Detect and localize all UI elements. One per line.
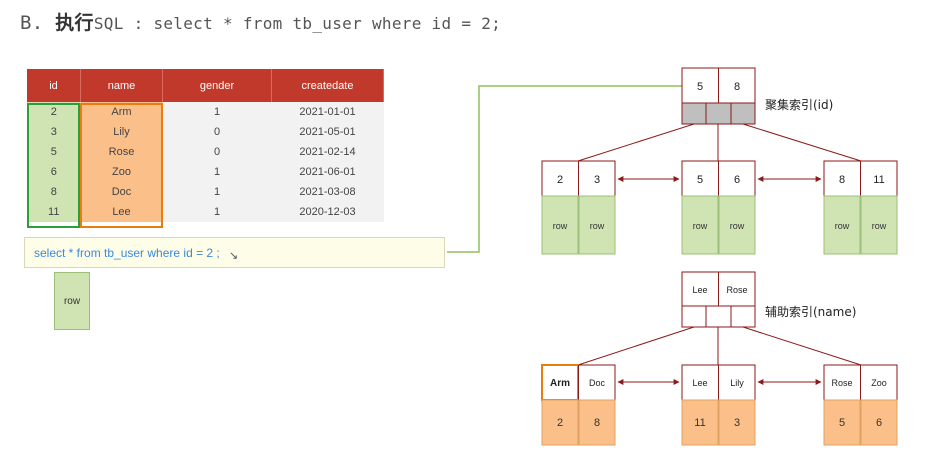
table-row: 6 Zoo 1 2021-06-01 bbox=[27, 162, 384, 182]
clustered-leaf: 2 3 row row bbox=[541, 160, 616, 255]
secondary-root-key: Lee bbox=[692, 285, 707, 295]
clustered-leaf: 5 6 row row bbox=[681, 160, 756, 255]
leaf-row: row bbox=[693, 221, 708, 231]
secondary-leaf: Rose Zoo 5 6 bbox=[823, 364, 898, 446]
cell-gender: 1 bbox=[162, 202, 272, 222]
leaf-row: row bbox=[590, 221, 605, 231]
column-header-gender: gender bbox=[162, 69, 272, 102]
cell-id: 8 bbox=[27, 182, 81, 202]
secondary-leaf: Arm Doc 2 8 bbox=[541, 364, 616, 446]
column-header-id: id bbox=[27, 69, 81, 102]
clustered-index-root: 5 8 bbox=[681, 67, 756, 125]
cell-createdate: 2020-12-03 bbox=[271, 202, 384, 222]
table-row: 2 Arm 1 2021-01-01 bbox=[27, 102, 384, 122]
leaf-key: Lily bbox=[730, 378, 744, 388]
column-header-createdate: createdate bbox=[271, 69, 384, 102]
table-row: 5 Rose 0 2021-02-14 bbox=[27, 142, 384, 162]
leaf-row: row bbox=[553, 221, 568, 231]
step-sql: SQL : select * from tb_user where id = 2… bbox=[93, 14, 502, 33]
leaf-key: Zoo bbox=[871, 378, 887, 388]
leaf-row-id: 5 bbox=[839, 417, 845, 429]
leaf-key: 6 bbox=[734, 174, 740, 186]
cell-gender: 1 bbox=[162, 182, 272, 202]
query-to-index-connector bbox=[447, 85, 682, 253]
cell-name: Doc bbox=[80, 182, 163, 202]
clustered-root-key: 5 bbox=[697, 81, 703, 93]
table-header-row: id name gender createdate bbox=[27, 69, 384, 102]
cell-name: Lily bbox=[80, 122, 163, 142]
leaf-row-id: 3 bbox=[734, 417, 740, 429]
secondary-index-root: Lee Rose bbox=[681, 271, 756, 328]
cell-createdate: 2021-06-01 bbox=[271, 162, 384, 182]
secondary-leaf: Lee Lily 11 3 bbox=[681, 364, 756, 446]
cell-name: Rose bbox=[80, 142, 163, 162]
cell-createdate: 2021-02-14 bbox=[271, 142, 384, 162]
leaf-row-id: 2 bbox=[557, 417, 563, 429]
table-row: 8 Doc 1 2021-03-08 bbox=[27, 182, 384, 202]
cell-createdate: 2021-03-08 bbox=[271, 182, 384, 202]
cell-createdate: 2021-05-01 bbox=[271, 122, 384, 142]
leaf-key: Rose bbox=[831, 378, 852, 388]
step-prefix: B. bbox=[20, 12, 44, 34]
table-row: 3 Lily 0 2021-05-01 bbox=[27, 122, 384, 142]
table-row: 11 Lee 1 2020-12-03 bbox=[27, 202, 384, 222]
leaf-row-id: 11 bbox=[694, 417, 705, 429]
cell-gender: 1 bbox=[162, 102, 272, 122]
cell-id: 2 bbox=[27, 102, 81, 122]
leaf-row-id: 8 bbox=[594, 417, 600, 429]
leaf-key: 5 bbox=[697, 174, 703, 186]
step-action: 执行 bbox=[55, 12, 94, 34]
cell-id: 3 bbox=[27, 122, 81, 142]
clustered-root-key: 8 bbox=[734, 81, 740, 93]
clustered-leaf: 8 11 row row bbox=[823, 160, 898, 255]
leaf-row: row bbox=[872, 221, 887, 231]
cell-id: 11 bbox=[27, 202, 81, 222]
cell-createdate: 2021-01-01 bbox=[271, 102, 384, 122]
cell-id: 5 bbox=[27, 142, 81, 162]
leaf-key: Lee bbox=[692, 378, 707, 388]
cell-name: Arm bbox=[80, 102, 163, 122]
cell-name: Zoo bbox=[80, 162, 163, 182]
clustered-index-label: 聚集索引(id) bbox=[765, 97, 833, 112]
leaf-row: row bbox=[730, 221, 745, 231]
secondary-root-key: Rose bbox=[726, 285, 747, 295]
user-table: id name gender createdate 2 Arm 1 2021-0… bbox=[27, 69, 384, 222]
cell-gender: 0 bbox=[162, 142, 272, 162]
leaf-key: 2 bbox=[557, 174, 563, 186]
cell-name: Lee bbox=[80, 202, 163, 222]
leaf-key: 11 bbox=[873, 174, 884, 186]
step-heading: B. 执行SQL : select * from tb_user where i… bbox=[20, 8, 501, 35]
leaf-row-id: 6 bbox=[876, 417, 882, 429]
query-box: select * from tb_user where id = 2 ; bbox=[24, 237, 445, 268]
secondary-index-label: 辅助索引(name) bbox=[765, 305, 856, 319]
leaf-key: Arm bbox=[550, 378, 570, 389]
result-row-box: row bbox=[54, 272, 90, 330]
column-header-name: name bbox=[80, 69, 163, 102]
cell-id: 6 bbox=[27, 162, 81, 182]
leaf-key: 3 bbox=[594, 174, 600, 186]
leaf-key: Doc bbox=[589, 378, 606, 388]
mouse-cursor-icon: ↘ bbox=[229, 250, 239, 262]
leaf-key: 8 bbox=[839, 174, 845, 186]
cell-gender: 1 bbox=[162, 162, 272, 182]
leaf-row: row bbox=[835, 221, 850, 231]
cell-gender: 0 bbox=[162, 122, 272, 142]
